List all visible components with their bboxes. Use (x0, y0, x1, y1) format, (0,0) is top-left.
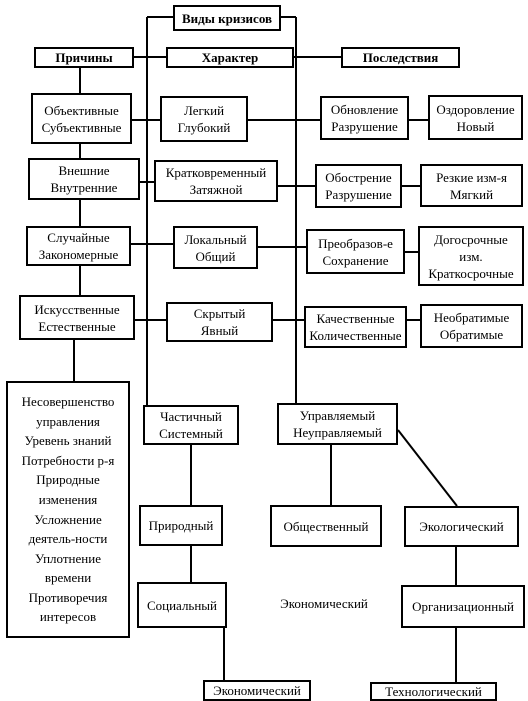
outcome-node-2: Резкие изм-я Мягкий (420, 164, 523, 207)
type-public-label: Общественный (283, 518, 369, 534)
type-social: Социальный (137, 582, 227, 628)
outcome-label: Резкие изм-я (436, 169, 507, 185)
header-consequences-label: Последствия (362, 50, 439, 65)
causes-list-line: Природные (36, 472, 100, 488)
control-label: Управляемый (299, 408, 376, 423)
consequence-node-4: Качественные Количественные (304, 306, 407, 348)
type-technological: Технологический (370, 682, 497, 701)
scope-label: Частичный (160, 409, 222, 424)
outcome-node-1: Оздоровление Новый (428, 95, 523, 140)
outcome-label: Краткосрочные (428, 265, 514, 281)
character-node-1: Легкий Глубокий (160, 96, 248, 142)
causes-list-line: Потребности р-я (21, 452, 115, 468)
cause-label: Внутренние (50, 180, 118, 195)
root-node: Виды кризисов (173, 5, 281, 31)
character-node-3: Локальный Общий (173, 226, 258, 269)
character-node-2: Кратковременный Затяжной (154, 160, 278, 202)
type-organizational: Организационный (401, 585, 525, 628)
character-label: Скрытый (193, 306, 246, 321)
connector-control-ecological (397, 429, 458, 507)
causes-list-line: Усложнение (34, 511, 102, 527)
consequence-label: Обострение (325, 170, 392, 185)
type-public: Общественный (270, 505, 382, 547)
type-organizational-label: Организационный (412, 599, 514, 614)
outcome-label: Оздоровление (436, 101, 515, 117)
causes-list-line: деятель-ности (28, 531, 108, 547)
character-label: Легкий (183, 103, 225, 118)
character-label: Кратковременный (165, 165, 267, 180)
header-character-label: Характер (201, 50, 259, 65)
type-economic-left: Экономический (203, 680, 311, 701)
causes-list-line: времени (44, 570, 92, 586)
causes-list-line: Несовершенство (21, 393, 115, 409)
cause-label: Случайные (47, 230, 110, 245)
outcome-label: Новый (456, 118, 495, 134)
header-causes-label: Причины (55, 50, 113, 65)
character-label: Локальный (184, 231, 247, 247)
scope-node: Частичный Системный (143, 405, 239, 445)
consequence-label: Качественные (316, 311, 395, 326)
causes-list-line: изменения (38, 491, 98, 507)
control-node: Управляемый Неуправляемый (277, 403, 398, 445)
causes-detail-list: Несовершенство управления Уревень знаний… (6, 381, 130, 638)
consequence-node-2: Обострение Разрушение (315, 164, 402, 208)
cause-label: Естественные (38, 318, 116, 334)
character-label: Общий (195, 248, 236, 264)
type-economic-left-label: Экономический (213, 683, 301, 698)
consequence-label: Обновление (330, 102, 399, 117)
causes-list-line: Уплотнение (35, 550, 101, 566)
consequence-label: Разрушение (325, 187, 392, 202)
outcome-label: изм. (459, 248, 483, 264)
cause-node-4: Искусственные Естественные (19, 295, 135, 340)
causes-list-line: интересов (39, 609, 97, 625)
type-natural-label: Природный (148, 518, 214, 533)
type-technological-label: Технологический (385, 684, 482, 699)
cause-label: Объективные (44, 102, 119, 118)
character-node-4: Скрытый Явный (166, 302, 273, 342)
causes-list-line: управления (36, 413, 100, 429)
type-ecological: Экологический (404, 506, 519, 547)
outcome-label: Обратимые (439, 327, 504, 342)
type-ecological-label: Экологический (419, 519, 504, 534)
consequence-node-1: Обновление Разрушение (320, 96, 409, 140)
type-economic-mid-label: Экономический (280, 595, 368, 611)
cause-label: Искусственные (34, 301, 120, 317)
outcome-label: Необратимые (433, 310, 510, 325)
cause-node-1: Объективные Субъективные (31, 93, 132, 144)
character-label: Явный (200, 323, 239, 338)
causes-list-line: Противоречия (28, 589, 108, 605)
type-natural: Природный (139, 505, 223, 546)
character-label: Затяжной (189, 182, 243, 197)
type-social-label: Социальный (146, 597, 218, 613)
outcome-label: Мягкий (449, 186, 494, 202)
consequence-label: Сохранение (322, 252, 389, 268)
outcome-node-4: Необратимые Обратимые (420, 304, 523, 348)
character-label: Глубокий (177, 120, 231, 135)
root-label: Виды кризисов (181, 10, 273, 26)
cause-node-2: Внешние Внутренние (28, 158, 140, 200)
outcome-label: Догосрочные (434, 231, 508, 247)
type-economic-mid: Экономический (264, 588, 384, 618)
cause-node-3: Случайные Закономерные (26, 226, 131, 266)
causes-list-line: Уревень знаний (24, 433, 112, 449)
outcome-node-3: Догосрочные изм. Краткосрочные (418, 226, 524, 286)
cause-label: Субъективные (41, 119, 122, 135)
control-label: Неуправляемый (293, 425, 382, 440)
consequence-node-3: Преобразов-е Сохранение (306, 229, 405, 274)
cause-label: Внешние (58, 163, 110, 178)
consequence-label: Количественные (309, 328, 402, 343)
header-character: Характер (166, 47, 294, 68)
consequence-label: Разрушение (331, 119, 398, 134)
consequence-label: Преобразов-е (318, 235, 393, 251)
header-causes: Причины (34, 47, 134, 68)
header-consequences: Последствия (341, 47, 460, 68)
cause-label: Закономерные (38, 247, 119, 262)
scope-label: Системный (159, 426, 223, 441)
